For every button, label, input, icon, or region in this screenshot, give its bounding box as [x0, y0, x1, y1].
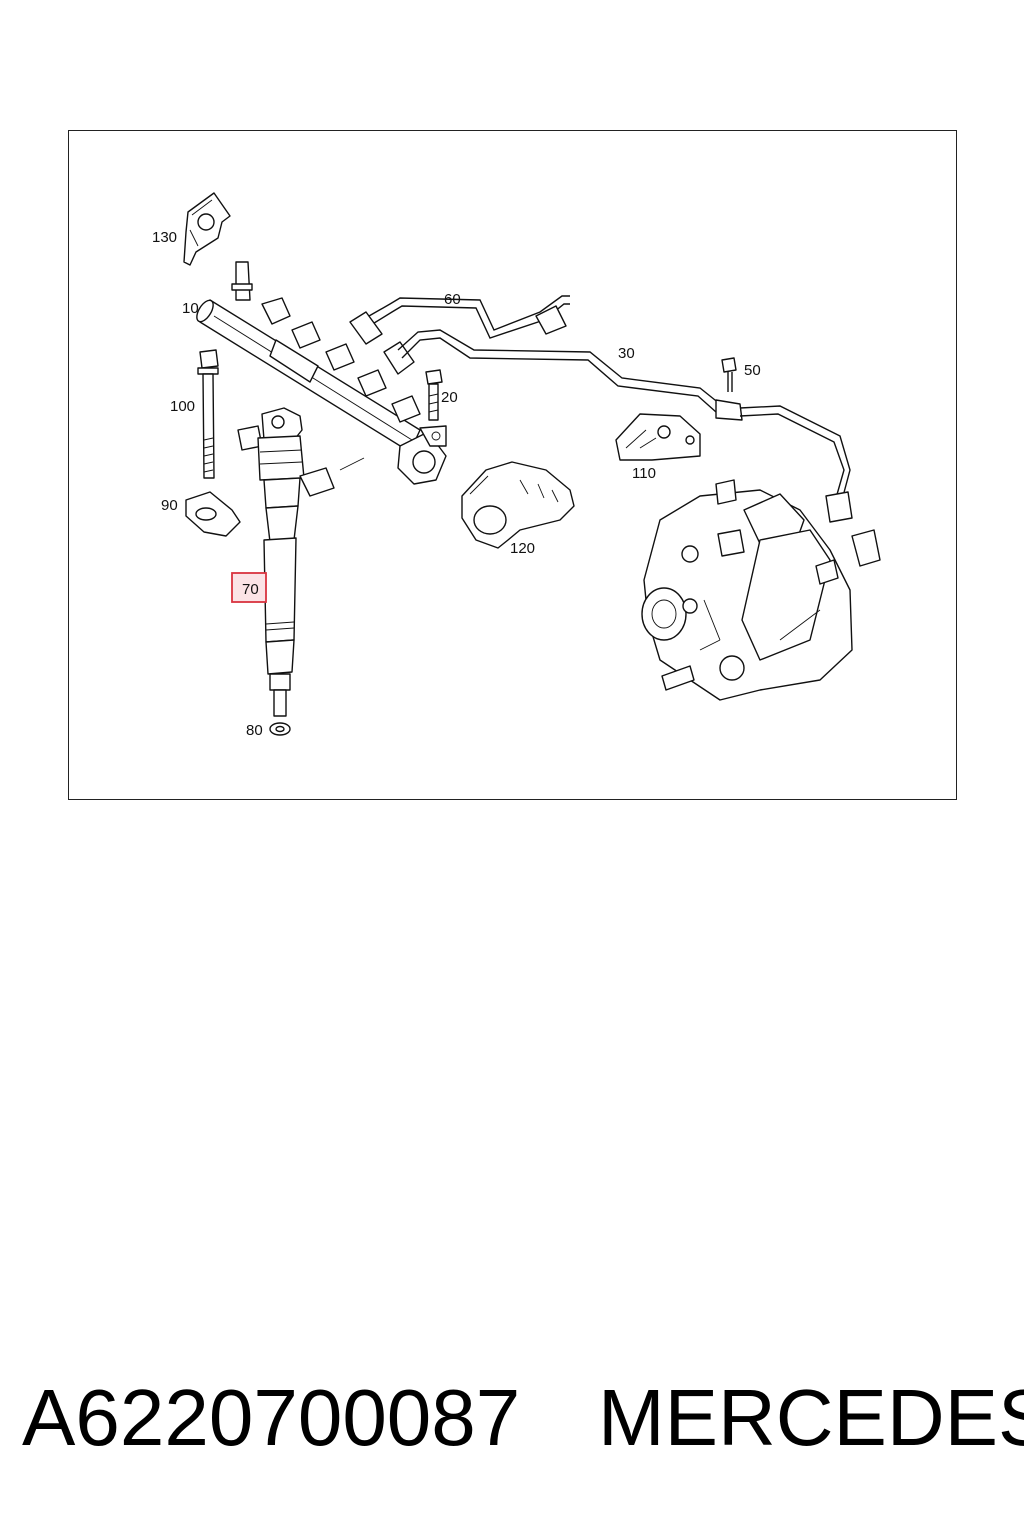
callout-80: 80 [246, 722, 263, 739]
callout-70-highlight [231, 572, 267, 603]
part-130-bracket [183, 192, 231, 266]
callout-70: 70 [242, 581, 259, 598]
callout-110: 110 [632, 465, 656, 482]
callout-50: 50 [744, 362, 761, 379]
callouts: 130 10 60 30 50 20 100 110 90 120 80 70 [152, 229, 761, 739]
part-70-injector [237, 407, 335, 717]
part-10-fuel-rail [196, 261, 447, 485]
part-100-bolt [197, 349, 219, 479]
part-20-bolt [425, 369, 443, 421]
diagram-frame [68, 130, 957, 800]
part-120-cover [461, 461, 575, 549]
part-90-clamp [185, 491, 241, 537]
part-80-washer [269, 722, 291, 736]
high-pressure-pump [641, 479, 881, 701]
callout-120: 120 [510, 540, 535, 557]
callout-60: 60 [444, 291, 461, 308]
callout-90: 90 [161, 497, 178, 514]
footer: A6220700087 MERCEDES [0, 1368, 1024, 1468]
callout-10: 10 [182, 300, 199, 317]
callout-20: 20 [441, 389, 458, 406]
callout-130: 130 [152, 229, 177, 246]
part-50-bolt [721, 357, 737, 392]
callout-100: 100 [170, 398, 195, 415]
part-60-fuel-line [349, 295, 721, 413]
part-number: A6220700087 [22, 1373, 521, 1462]
part-110-bracket [615, 413, 701, 461]
part-30-fuel-line [715, 399, 853, 523]
callout-30: 30 [618, 345, 635, 362]
brand-name: MERCEDES [598, 1373, 1024, 1462]
